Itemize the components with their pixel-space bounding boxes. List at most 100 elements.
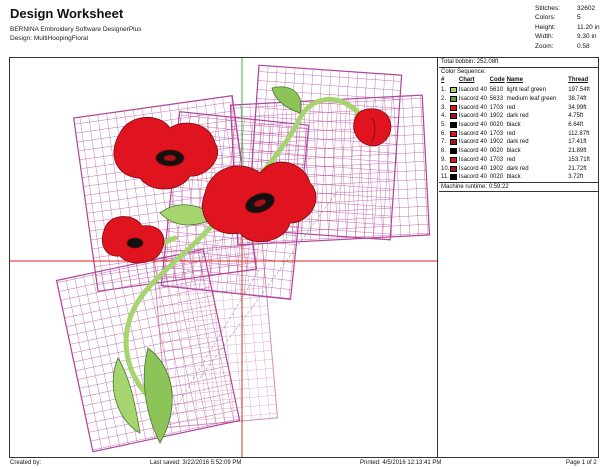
color-name: dark red xyxy=(506,113,529,120)
color-swatch xyxy=(449,130,457,137)
color-name: black xyxy=(506,174,521,181)
page-number: Page 1 of 2 xyxy=(566,460,597,466)
color-code: 1703 xyxy=(489,104,504,111)
color-code: 1902 xyxy=(489,113,504,120)
color-swatch xyxy=(449,139,457,146)
thread-length: 17.41ft xyxy=(568,139,587,146)
worksheet-title: Design Worksheet xyxy=(10,6,124,21)
color-swatch xyxy=(449,122,457,129)
thread-length: 21.72ft xyxy=(568,165,587,172)
color-code: 0020 xyxy=(489,174,504,181)
color-table-header: # Chart Code Name Thread xyxy=(441,77,589,83)
color-code: 1902 xyxy=(489,165,504,172)
color-chart: Isacord 40 xyxy=(458,122,487,129)
embroidery-preview-image xyxy=(10,58,437,457)
worksheet-frame: Total bobbin: 252.08ft Color Sequence: #… xyxy=(9,57,599,458)
color-name: red xyxy=(506,156,516,163)
thread-length: 3.72ft xyxy=(568,174,584,181)
stat-stitches: Stitches:32602 xyxy=(535,5,596,12)
color-name: red xyxy=(506,104,516,111)
design-name: MultiHoopingFloral xyxy=(33,35,89,42)
stat-colors: Colors:5 xyxy=(535,14,581,22)
color-name: black xyxy=(506,148,521,155)
color-number: 2. xyxy=(441,96,447,103)
stat-zoom: Zoom:0.58 xyxy=(535,42,590,50)
color-code: 1703 xyxy=(489,130,504,137)
color-number: 6. xyxy=(441,130,447,137)
design-preview xyxy=(10,58,438,457)
color-chart: Isacord 40 xyxy=(458,148,487,155)
color-number: 7. xyxy=(441,139,447,146)
machine-runtime: Machine runtime: 0:59:22 xyxy=(439,181,598,192)
center-poppy xyxy=(202,161,317,242)
thread-length: 21.89ft xyxy=(568,148,587,155)
color-sequence-title: Color Sequence: xyxy=(441,69,486,75)
software-name: BERNINA Embroidery Software DesignerPlus xyxy=(10,26,142,33)
color-name: black xyxy=(506,122,521,129)
color-chart: Isacord 40 xyxy=(458,130,487,137)
thread-length: 38.74ft xyxy=(568,96,587,103)
color-code: 0020 xyxy=(489,122,504,129)
color-swatch xyxy=(449,148,457,155)
color-swatch xyxy=(449,96,457,103)
leaves xyxy=(112,86,302,444)
thread-length: 4.75ft xyxy=(568,113,584,120)
color-number: 5. xyxy=(441,122,447,129)
thread-length: 153.71ft xyxy=(568,156,590,163)
stat-width: Width:9.30 in xyxy=(535,33,597,41)
color-swatch xyxy=(449,156,457,163)
color-name: dark red xyxy=(506,165,529,172)
thread-length: 34.99ft xyxy=(568,104,587,111)
color-chart: Isacord 40 xyxy=(458,174,487,181)
color-chart: Isacord 40 xyxy=(458,156,487,163)
color-swatch xyxy=(449,87,457,94)
last-saved: Last saved: 3/22/2016 5:52:09 PM xyxy=(150,460,242,466)
color-swatch xyxy=(449,174,457,181)
color-swatch xyxy=(449,113,457,120)
color-name: dark red xyxy=(506,139,529,146)
thread-length: 197.54ft xyxy=(568,87,590,94)
color-number: 10. xyxy=(441,165,450,172)
color-number: 9. xyxy=(441,156,447,163)
hoop-frame-6 xyxy=(152,242,279,429)
color-chart: Isacord 40 xyxy=(458,165,487,172)
color-name: medium leaf green xyxy=(506,96,557,103)
color-chart: Isacord 40 xyxy=(458,104,487,111)
large-poppy xyxy=(113,116,218,190)
color-code: 1902 xyxy=(489,139,504,146)
color-swatch xyxy=(449,104,457,111)
design-stats: Stitches:32602 Colors:5 Height:11.20 in … xyxy=(535,4,600,51)
color-number: 1. xyxy=(441,87,447,94)
small-poppy xyxy=(101,216,165,264)
color-code: 1703 xyxy=(489,156,504,163)
stat-height: Height:11.20 in xyxy=(535,23,600,31)
color-number: 11. xyxy=(441,174,449,181)
color-code: 5610 xyxy=(489,87,504,94)
color-number: 3. xyxy=(441,104,447,111)
color-number: 4. xyxy=(441,113,447,120)
color-name: red xyxy=(506,130,516,137)
color-chart: Isacord 40 xyxy=(458,87,487,94)
color-number: 8. xyxy=(441,148,447,155)
color-swatch xyxy=(449,165,457,172)
color-chart: Isacord 40 xyxy=(458,96,487,103)
color-chart: Isacord 40 xyxy=(458,113,487,120)
poppy-bud xyxy=(353,108,392,147)
info-panel: Total bobbin: 252.08ft Color Sequence: #… xyxy=(439,58,598,457)
created-by: Created by: xyxy=(10,460,42,466)
total-bobbin: Total bobbin: 252.08ft xyxy=(439,58,598,68)
printed-date: Printed: 4/5/2016 12:13:41 PM xyxy=(360,460,442,466)
design-label: Design: xyxy=(10,35,33,42)
